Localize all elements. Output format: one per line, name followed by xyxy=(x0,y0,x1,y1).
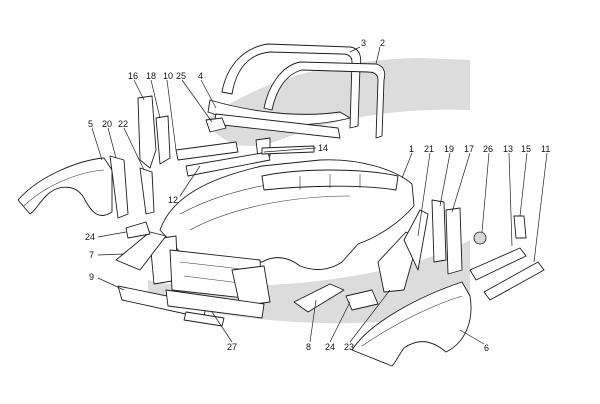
callout-23: 23 xyxy=(344,342,354,352)
callout-11: 11 xyxy=(541,144,550,154)
callout-labels: 3 2 4 25 10 18 16 5 20 22 14 12 1 21 19 … xyxy=(85,38,550,353)
callout-6: 6 xyxy=(484,343,489,353)
left-front-fender xyxy=(17,155,155,219)
callout-13: 13 xyxy=(503,144,513,154)
callout-27: 27 xyxy=(227,342,237,352)
callout-2: 2 xyxy=(380,38,385,48)
callout-8: 8 xyxy=(306,342,311,352)
callout-21: 21 xyxy=(424,144,434,154)
callout-25: 25 xyxy=(176,71,186,81)
callout-15: 15 xyxy=(521,144,531,154)
callout-9: 9 xyxy=(89,272,94,282)
callout-20: 20 xyxy=(102,119,112,129)
callout-4: 4 xyxy=(198,71,203,81)
b-pillar-parts xyxy=(377,199,487,293)
windscreen-frame xyxy=(207,43,386,139)
leader-lines xyxy=(91,46,548,345)
callout-24-left: 24 xyxy=(85,232,95,242)
right-rear-fender xyxy=(351,281,472,367)
lower-centre-brackets xyxy=(293,283,379,313)
callout-22: 22 xyxy=(118,119,128,129)
car-body-shell xyxy=(159,159,415,270)
callout-18: 18 xyxy=(146,71,156,81)
callout-16: 16 xyxy=(128,71,138,81)
callout-26: 26 xyxy=(483,144,493,154)
callout-5: 5 xyxy=(88,119,93,129)
callout-10: 10 xyxy=(163,71,173,81)
front-structure xyxy=(149,235,271,307)
front-crossmembers xyxy=(117,285,265,327)
callout-7: 7 xyxy=(89,250,94,260)
callout-3: 3 xyxy=(361,38,366,48)
callout-1: 1 xyxy=(409,144,414,154)
callout-14: 14 xyxy=(318,143,328,153)
callout-17: 17 xyxy=(464,144,474,154)
callout-12: 12 xyxy=(168,195,178,205)
left-front-panel xyxy=(115,221,167,271)
rocker-sills xyxy=(469,215,545,301)
callout-24-centre: 24 xyxy=(325,342,335,352)
callout-19: 19 xyxy=(444,144,454,154)
